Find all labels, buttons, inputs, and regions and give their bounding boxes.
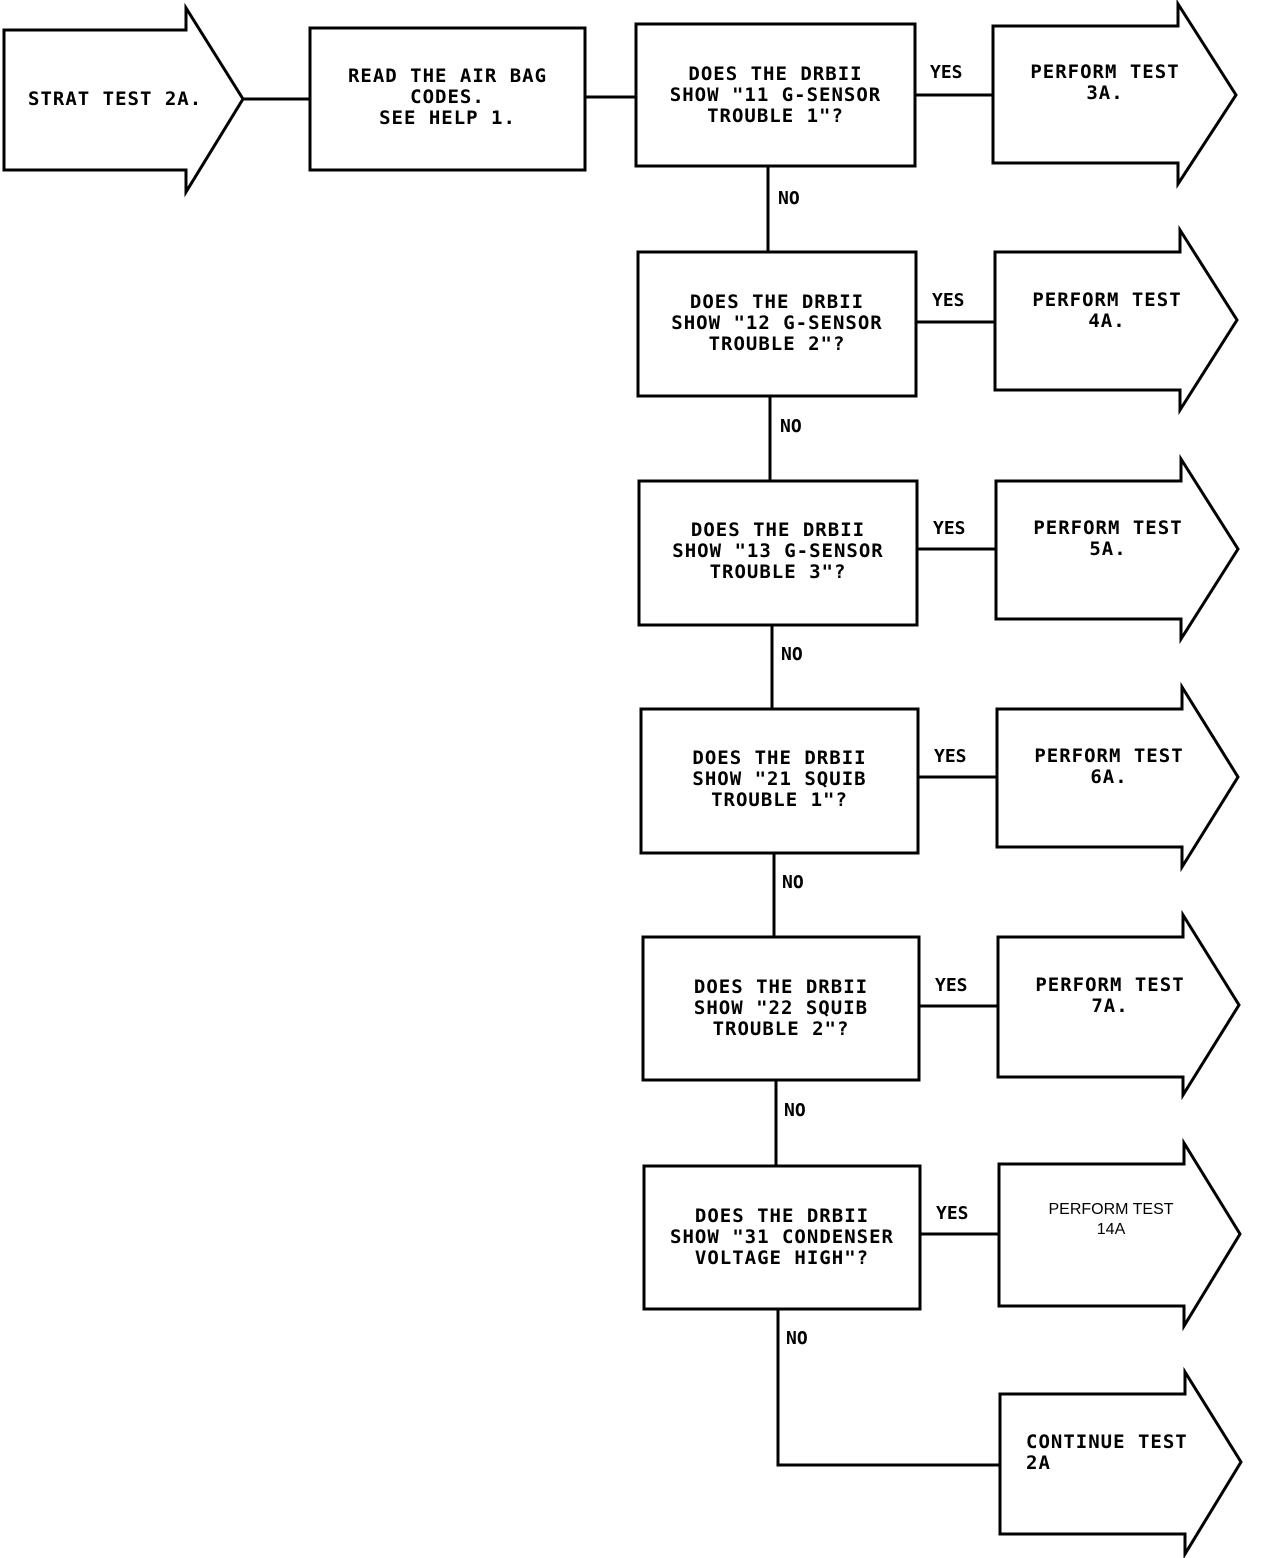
outcome-arrow-2 bbox=[993, 224, 1239, 416]
start-arrow-shape bbox=[2, 2, 245, 198]
no-label-2: NO bbox=[780, 416, 802, 437]
outcome-arrow-6 bbox=[997, 1137, 1242, 1332]
outcome-label-2: PERFORM TEST 4A. bbox=[1032, 289, 1182, 332]
final-arrow-shape bbox=[998, 1366, 1243, 1558]
outcome-label-3: PERFORM TEST 5A. bbox=[1033, 517, 1183, 560]
question-box-3 bbox=[637, 479, 919, 627]
read-codes-label: READ THE AIR BAG CODES. SEE HELP 1. bbox=[347, 65, 548, 129]
yes-label-1: YES bbox=[930, 62, 963, 83]
outcome-arrow-5 bbox=[996, 909, 1241, 1101]
start-label: STRAT TEST 2A. bbox=[28, 88, 203, 110]
outcome-label-6: PERFORM TEST 14A bbox=[1048, 1201, 1174, 1238]
question-box-2 bbox=[636, 250, 918, 398]
yes-label-3: YES bbox=[933, 518, 966, 539]
outcome-label-1: PERFORM TEST 3A. bbox=[1030, 61, 1180, 104]
outcome-arrow-1 bbox=[991, 0, 1238, 190]
question-box-4 bbox=[639, 707, 920, 855]
no-label-5: NO bbox=[784, 1100, 806, 1121]
no-label-4: NO bbox=[782, 872, 804, 893]
no-connector-6 bbox=[776, 1309, 1000, 1467]
question-label-3: DOES THE DRBII SHOW "13 G-SENSOR TROUBLE… bbox=[672, 519, 884, 583]
outcome-label-4: PERFORM TEST 6A. bbox=[1034, 745, 1184, 788]
question-label-6: DOES THE DRBII SHOW "31 CONDENSER VOLTAG… bbox=[670, 1205, 894, 1269]
yes-label-2: YES bbox=[932, 290, 965, 311]
no-label-3: NO bbox=[781, 644, 803, 665]
question-box-6 bbox=[642, 1164, 922, 1311]
yes-label-6: YES bbox=[936, 1203, 969, 1224]
final-label: CONTINUE TEST 2A bbox=[1026, 1431, 1188, 1474]
no-label-1: NO bbox=[778, 188, 800, 209]
question-label-5: DOES THE DRBII SHOW "22 SQUIB TROUBLE 2"… bbox=[693, 976, 869, 1040]
outcome-label-5: PERFORM TEST 7A. bbox=[1035, 974, 1185, 1017]
outcome-arrow-3 bbox=[994, 453, 1240, 645]
question-label-1: DOES THE DRBII SHOW "11 G-SENSOR TROUBLE… bbox=[669, 63, 882, 127]
yes-label-5: YES bbox=[935, 975, 968, 996]
question-box-5 bbox=[641, 935, 921, 1082]
outcome-arrow-4 bbox=[995, 681, 1240, 873]
yes-label-4: YES bbox=[934, 746, 967, 767]
question-label-2: DOES THE DRBII SHOW "12 G-SENSOR TROUBLE… bbox=[671, 291, 883, 355]
question-label-4: DOES THE DRBII SHOW "21 SQUIB TROUBLE 1"… bbox=[692, 747, 867, 811]
no-label-6: NO bbox=[786, 1328, 808, 1349]
